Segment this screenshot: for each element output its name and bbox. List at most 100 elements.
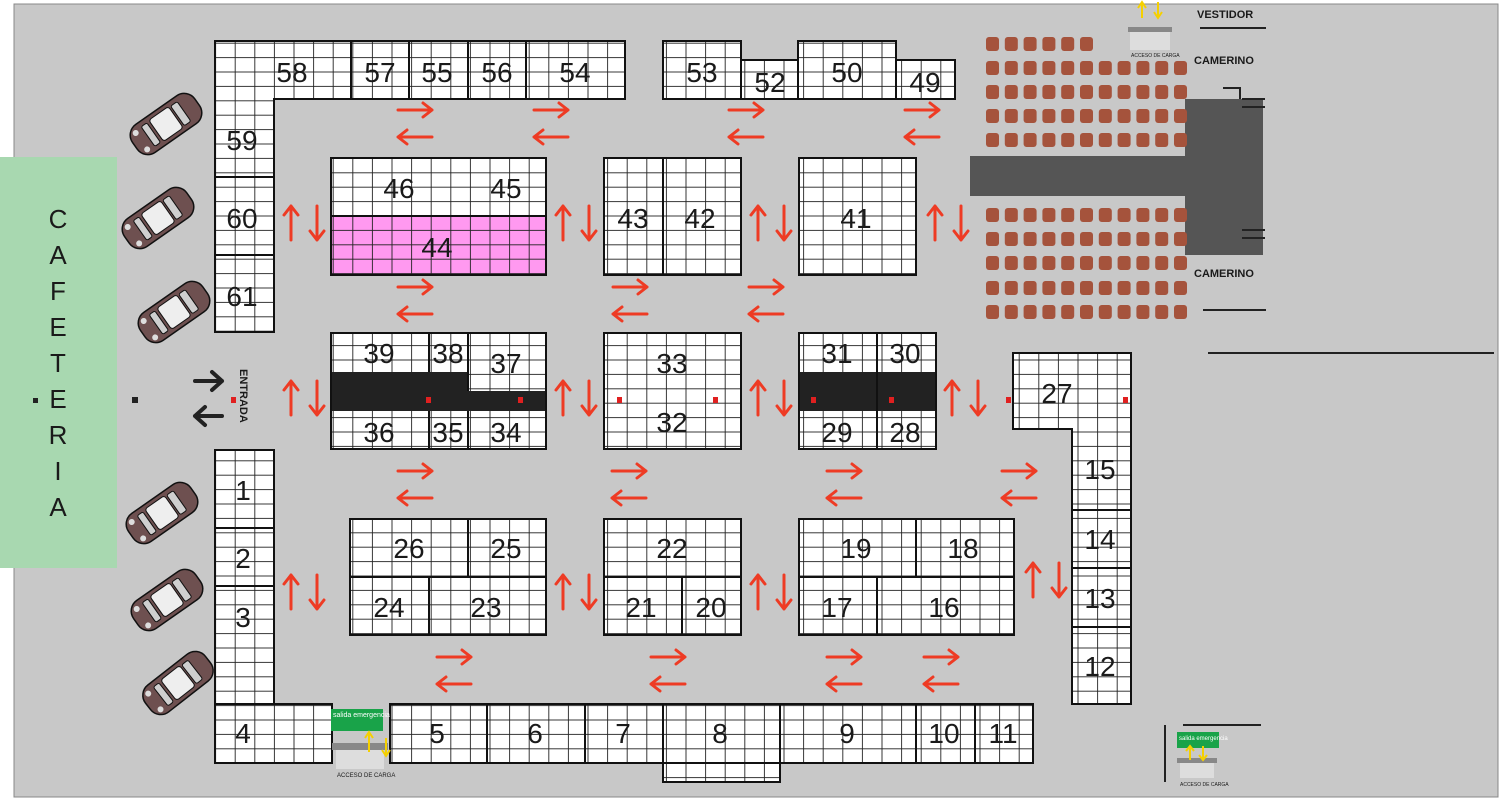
stand-41-label[interactable]: 41 — [840, 203, 871, 234]
arrow-left-icon — [903, 128, 941, 146]
stand-18-label[interactable]: 18 — [947, 533, 978, 564]
stand-34-label[interactable]: 34 — [490, 417, 521, 448]
arrow-up-icon — [282, 573, 300, 611]
stand-45-label[interactable]: 45 — [490, 173, 521, 204]
stand-14-label[interactable]: 14 — [1084, 524, 1115, 555]
loading-access-bottom-right: salida emergencia ACCESO DE CARGA — [1177, 732, 1229, 788]
stand-5-label[interactable]: 5 — [429, 718, 445, 749]
arrow-down-icon — [775, 379, 793, 417]
arrow-down-icon — [580, 573, 598, 611]
stand-6-label[interactable]: 6 — [527, 718, 543, 749]
stand-23-label[interactable]: 23 — [470, 592, 501, 623]
stand-21-label[interactable]: 21 — [625, 592, 656, 623]
stand-38-label[interactable]: 38 — [432, 338, 463, 369]
stand-36-label[interactable]: 36 — [363, 417, 394, 448]
stand-9-label[interactable]: 9 — [839, 718, 855, 749]
arrow-right-icon — [825, 462, 863, 480]
stand-35-label[interactable]: 35 — [432, 417, 463, 448]
stand-1-label[interactable]: 1 — [235, 475, 251, 506]
stand-20-label[interactable]: 20 — [695, 592, 726, 623]
arrow-right-icon — [435, 648, 473, 666]
arrow-left-icon — [396, 128, 434, 146]
stand-44-label[interactable]: 44 — [421, 232, 452, 263]
arrow-right-icon — [903, 101, 941, 119]
stand-25-label[interactable]: 25 — [490, 533, 521, 564]
arrow-down-icon — [775, 573, 793, 611]
stand-15-label[interactable]: 15 — [1084, 454, 1115, 485]
stand-46-label[interactable]: 46 — [383, 173, 414, 204]
stand-11-label[interactable]: 11 — [988, 718, 1017, 749]
arrow-down-icon — [308, 573, 326, 611]
arrow-right-icon — [610, 462, 648, 480]
entrance-arrows — [193, 370, 224, 427]
arrow-down-icon — [969, 379, 987, 417]
cafeteria-letter: R — [49, 420, 68, 450]
arrow-down-icon — [775, 204, 793, 242]
stand-37-label[interactable]: 37 — [490, 348, 521, 379]
camerino-top-label: CAMERINO — [1194, 55, 1254, 67]
arrow-left-icon — [825, 489, 863, 507]
arrow-up-icon — [554, 379, 572, 417]
stand-43-label[interactable]: 43 — [617, 203, 648, 234]
stand-50-label[interactable]: 50 — [831, 57, 862, 88]
stand-7-label[interactable]: 7 — [615, 718, 631, 749]
arrow-right-icon — [396, 278, 434, 296]
arrow-up-icon — [282, 204, 300, 242]
stand-49-label[interactable]: 49 — [909, 67, 940, 98]
red-markers — [231, 397, 1128, 403]
stand-57-label[interactable]: 57 — [364, 57, 395, 88]
arrow-up-icon — [943, 379, 961, 417]
arrow-up-icon — [554, 204, 572, 242]
loading-access-top: ACCESO DE CARGA — [1128, 0, 1180, 59]
stand-separators — [214, 40, 1132, 783]
stand-55-label[interactable]: 55 — [421, 57, 452, 88]
stand-24-label[interactable]: 24 — [373, 592, 404, 623]
arrow-down-icon — [1050, 561, 1068, 599]
stand-58-label[interactable]: 58 — [276, 57, 307, 88]
stand-2-label[interactable]: 2 — [235, 543, 251, 574]
stand-26-label[interactable]: 26 — [393, 533, 424, 564]
stand-30-label[interactable]: 30 — [889, 338, 920, 369]
stand-31-label[interactable]: 31 — [821, 338, 852, 369]
stand-28-label[interactable]: 28 — [889, 417, 920, 448]
stand-10-label[interactable]: 10 — [928, 718, 959, 749]
arrow-right-icon — [1000, 462, 1038, 480]
arrow-right-icon — [727, 101, 765, 119]
stand-56-label[interactable]: 56 — [481, 57, 512, 88]
cafeteria-letter: A — [49, 492, 67, 522]
cafeteria-letter: C — [49, 204, 68, 234]
emergency-exit-label: salida emergencia — [333, 712, 390, 719]
stand-52-label[interactable]: 52 — [754, 67, 785, 98]
stand-12-label[interactable]: 12 — [1084, 651, 1115, 682]
stand-3-label[interactable]: 3 — [235, 602, 251, 633]
arrow-left-icon — [825, 675, 863, 693]
stand-29-label[interactable]: 29 — [821, 417, 852, 448]
stand-8-label[interactable]: 8 — [712, 718, 728, 749]
stand-54-label[interactable]: 54 — [559, 57, 590, 88]
cafeteria-letter: I — [54, 456, 61, 486]
stand-13-label[interactable]: 13 — [1084, 583, 1115, 614]
cafeteria-letter: A — [49, 240, 67, 270]
stand-27-label[interactable]: 27 — [1041, 378, 1072, 409]
arrow-right-icon — [396, 462, 434, 480]
stand-61-label[interactable]: 61 — [226, 281, 257, 312]
arrow-right-icon — [922, 648, 960, 666]
stand-19-label[interactable]: 19 — [840, 533, 871, 564]
arrow-right-icon — [825, 648, 863, 666]
stand-39-label[interactable]: 39 — [363, 338, 394, 369]
emergency-exit-label: salida emergencia — [1179, 736, 1228, 742]
arrow-up-icon — [1024, 561, 1042, 599]
arrow-down-icon — [308, 204, 326, 242]
stand-17-label[interactable]: 17 — [821, 592, 852, 623]
stand-60-label[interactable]: 60 — [226, 203, 257, 234]
stand-59-label[interactable]: 59 — [226, 125, 257, 156]
stand-53-label[interactable]: 53 — [686, 57, 717, 88]
stand-16-label[interactable]: 16 — [928, 592, 959, 623]
stand-42-label[interactable]: 42 — [684, 203, 715, 234]
stand-33-label[interactable]: 33 — [656, 348, 687, 379]
stand-22-label[interactable]: 22 — [656, 533, 687, 564]
stand-4-label[interactable]: 4 — [235, 718, 251, 749]
stand-32-label[interactable]: 32 — [656, 407, 687, 438]
